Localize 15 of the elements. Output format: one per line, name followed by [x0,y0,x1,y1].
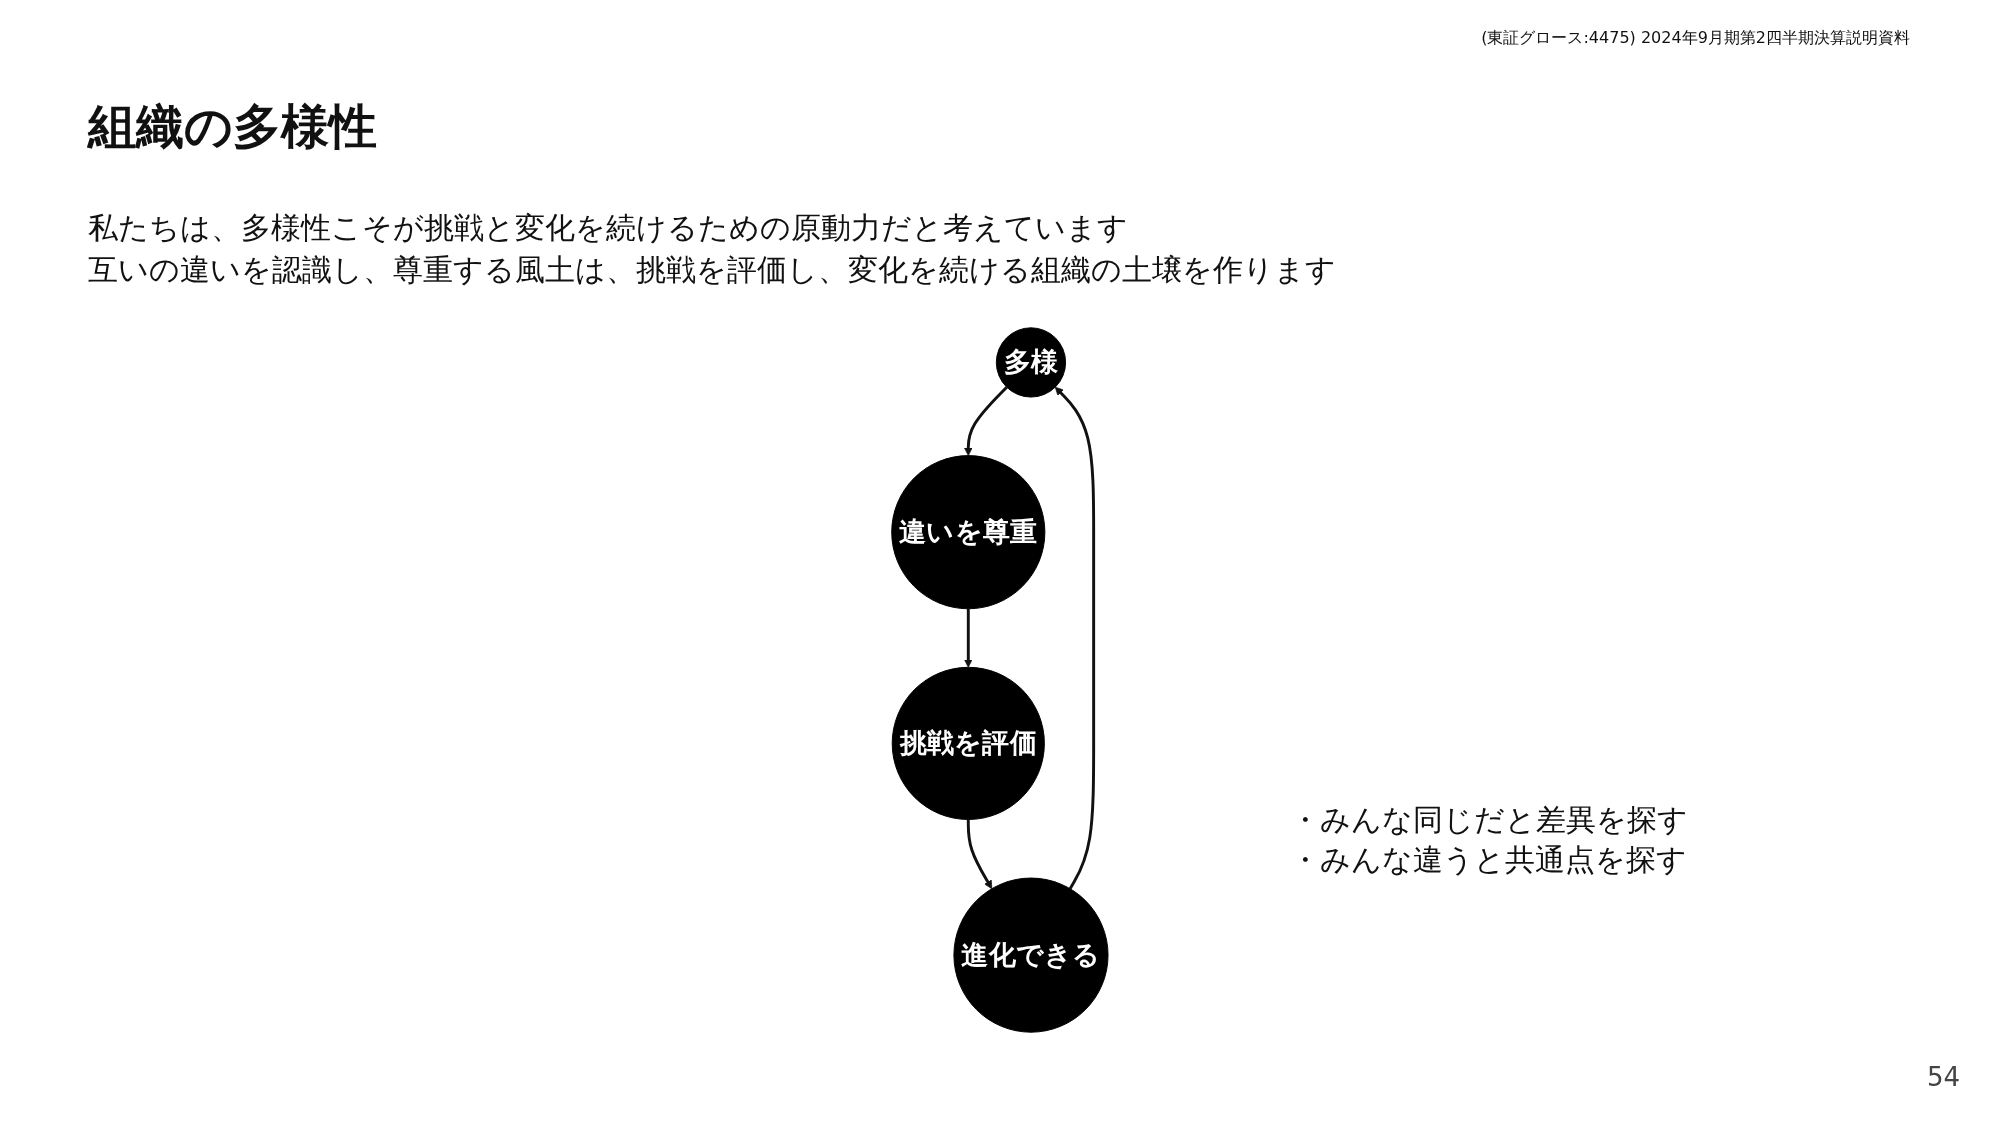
arrow [964,386,1008,456]
header-text: (東証グロース:4475) 2024年9月期第2四半期決算説明資料 [1481,28,1910,49]
page-number: 54 [1926,1062,1960,1092]
node-circle: 多様 [995,327,1067,398]
node-circle: 挑戦を評価 [891,666,1045,820]
bullet-text: ・みんな違うと共通点を探す [1290,841,1687,879]
intro-text: 互いの違いを認識し、尊重する風土は、挑戦を評価し、変化を続ける組織の土壌を作ります [88,251,1336,289]
arrow [964,608,973,668]
intro-text: 私たちは、多様性こそが挑戦と変化を続けるための原動力だと考えています [88,209,1128,247]
slide-title: 組織の多様性 [88,97,377,156]
arrow [1054,386,1096,890]
bullet-text: ・みんな同じだと差異を探す [1290,801,1688,839]
node-circle: 違いを尊重 [891,455,1046,610]
node-circle: 進化できる [953,877,1109,1033]
arrow [966,819,993,890]
